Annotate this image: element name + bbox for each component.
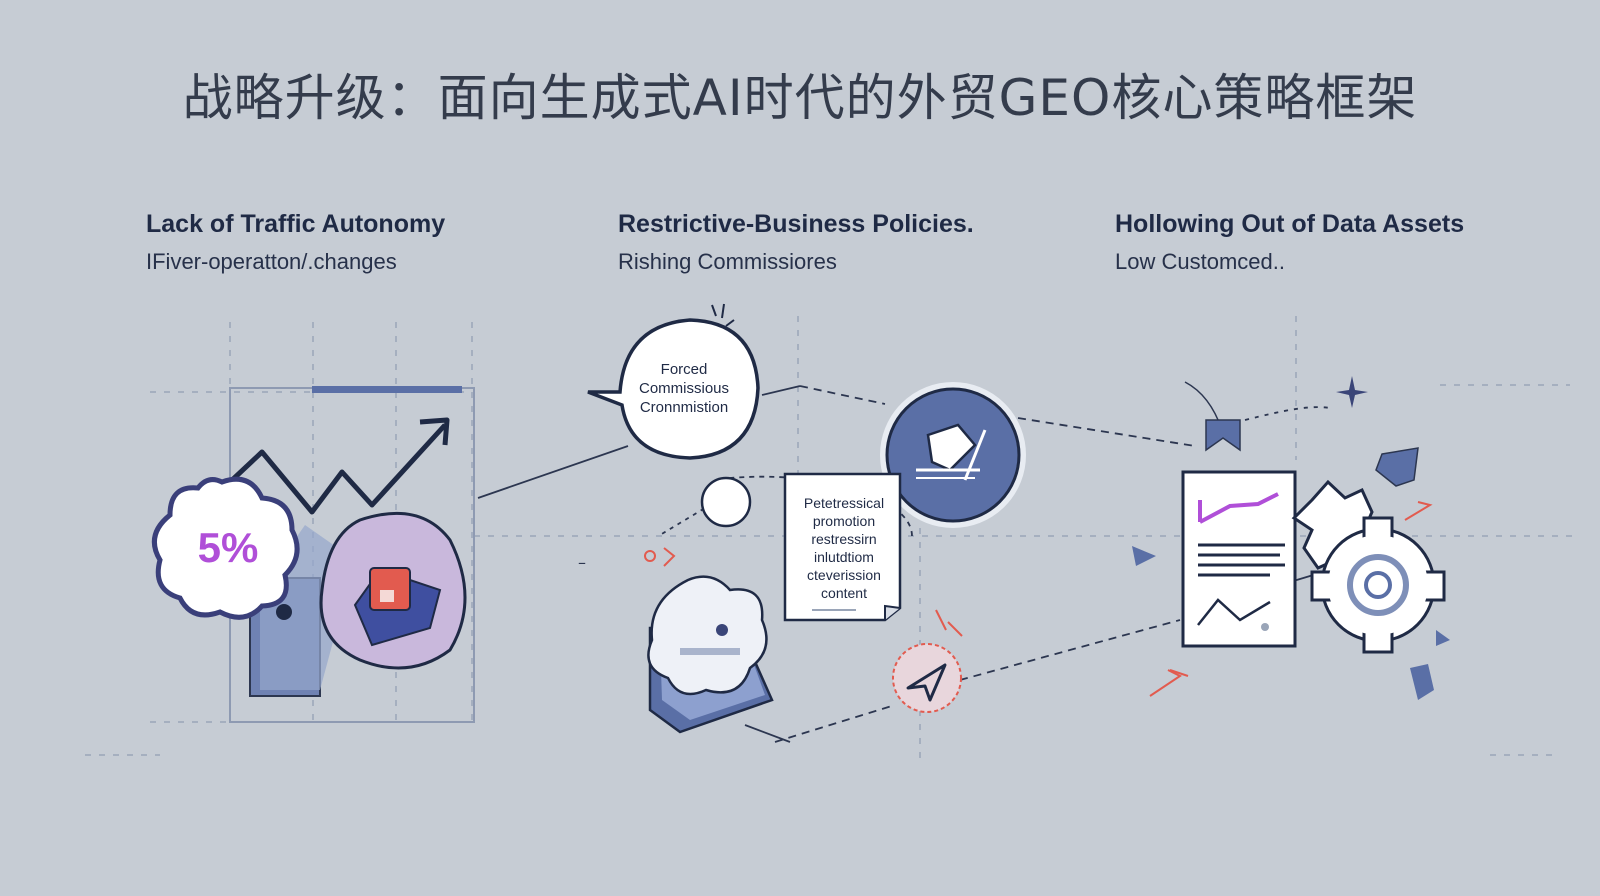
document-line: inlutdtiom [814, 549, 874, 565]
column-subtitle: IFiver-operatton/.changes [146, 249, 397, 274]
document-line: content [821, 585, 867, 601]
speech-bubble-icon: Forced Commissious Cronnmistion [587, 303, 760, 460]
bubble-line: Commissious [639, 380, 729, 397]
document-report-icon [1181, 470, 1297, 648]
column-header-traffic: Lack of Traffic Autonomy IFiver-operatto… [146, 210, 445, 275]
document-line: Petetressical [804, 495, 884, 511]
document-line: restressirn [811, 531, 876, 547]
pen-nib-icon [880, 382, 1026, 528]
column-subtitle: Low Customced.. [1115, 249, 1285, 274]
column-title: Lack of Traffic Autonomy [146, 210, 446, 238]
column-header-data-assets: Hollowing Out of Data Assets Low Customc… [1115, 210, 1464, 275]
box-puzzle-icon [647, 575, 774, 734]
minus-mark: – [578, 553, 586, 572]
column-subtitle: Rishing Commissiores [618, 249, 837, 274]
accent-marks [644, 501, 1433, 697]
column-title: Hollowing Out of Data Assets [1115, 210, 1465, 238]
progress-bar [312, 386, 462, 393]
gear-icon [1291, 479, 1446, 654]
trend-arrow-icon [228, 417, 450, 515]
policies-illustration: Forced Commissious Cronnmistion Petetres… [578, 303, 1433, 734]
traffic-illustration: 5% [151, 386, 475, 723]
sparkle-icon [1336, 376, 1368, 408]
column-header-policies: Restrictive-Business Policies. Rishing C… [618, 210, 974, 275]
bubble-line: Cronnmistion [640, 399, 728, 416]
node-circle [700, 476, 752, 528]
percent-badge-label: 5% [198, 524, 259, 571]
wallet-icon [319, 511, 467, 670]
data-assets-illustration [1132, 376, 1450, 700]
bubble-line: Forced [661, 361, 708, 378]
document-line: cteverission [807, 567, 881, 583]
document-card: Petetressical promotion restressirn inlu… [783, 472, 902, 622]
connector-lines [477, 385, 1331, 743]
document-line: promotion [813, 513, 875, 529]
column-title: Restrictive-Business Policies. [618, 210, 974, 238]
page-title: 战略升级：面向生成式AI时代的外贸GEO核心策略框架 [182, 69, 1418, 127]
bookmark-icon [1205, 419, 1241, 452]
puzzle-badge-icon: 5% [151, 476, 300, 620]
send-icon [892, 643, 962, 713]
